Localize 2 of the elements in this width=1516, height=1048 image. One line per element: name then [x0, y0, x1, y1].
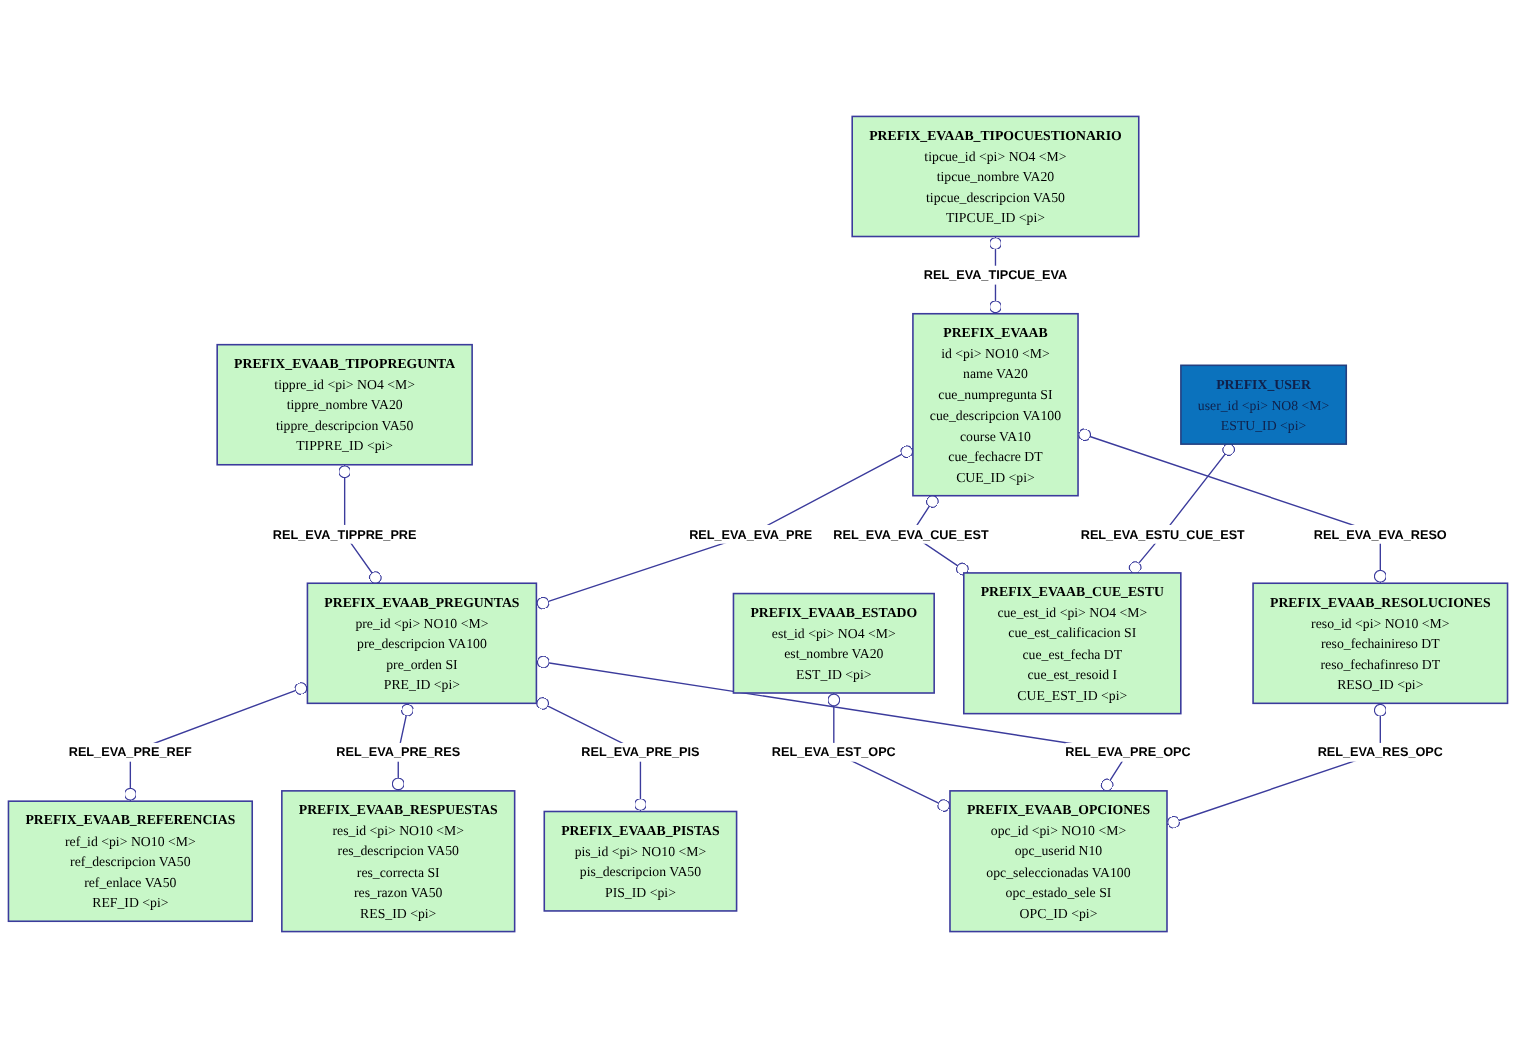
connector	[535, 445, 914, 610]
connector	[1077, 428, 1387, 584]
